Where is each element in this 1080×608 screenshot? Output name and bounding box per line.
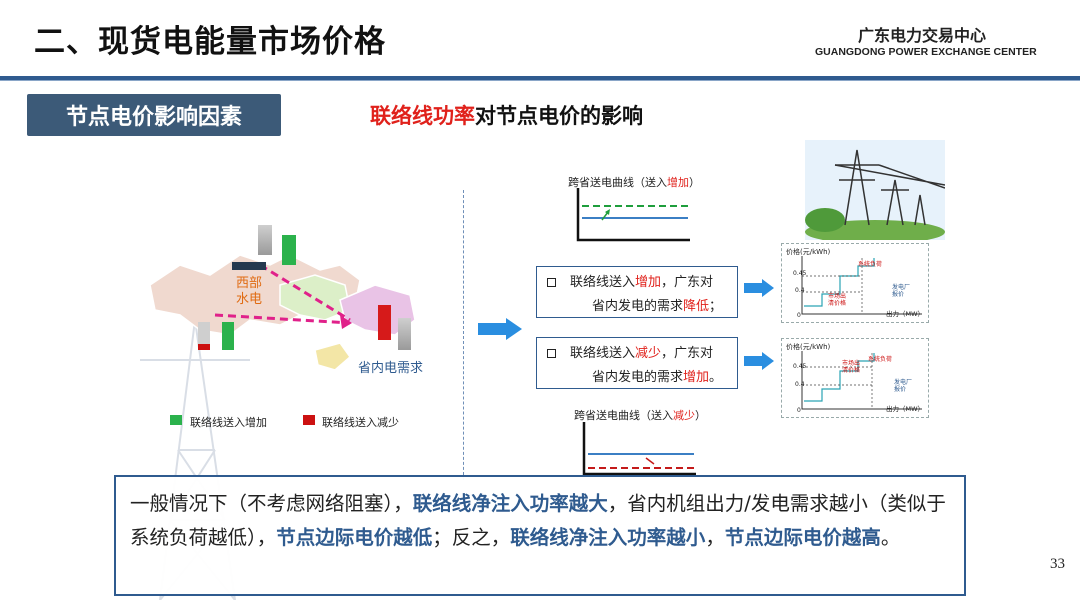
subtitle-rest: 对节点电价的影响 [475,104,643,128]
legend-decrease-swatch [303,415,315,425]
map-label-demand: 省内电需求 [358,361,424,376]
right-arrow-icon [478,318,522,340]
dam-icon [232,262,266,270]
legend-increase-label: 联络线送入增加 [190,416,267,429]
effect-box-decrease: 联络线送入减少，广东对 省内发电的需求增加。 [536,337,738,389]
vertical-separator [463,190,464,480]
header-divider [0,76,1080,80]
curve-bottom-chart [582,422,696,476]
section-tag: 节点电价影响因素 [27,94,281,136]
org-name-en: GUANGDONG POWER EXCHANGE CENTER [815,46,1037,58]
slide-subtitle: 联络线功率对节点电价的影响 [370,100,643,130]
west-bar-gray [258,225,272,255]
transmission-tower-icon [805,140,945,240]
effect-box-increase: 联络线送入增加，广东对 省内发电的需求降低； [536,266,738,318]
curve-top-chart [576,188,690,242]
legend-increase-swatch [170,415,182,425]
right-arrow-icon [744,279,774,297]
summary-note: 一般情况下（不考虑网络阻塞），联络线净注入功率越大，省内机组出力/发电需求越小（… [114,475,966,596]
west-bar-green [282,235,296,265]
south-bar-green [222,322,234,350]
org-name-cn: 广东电力交易中心 [858,26,987,45]
header-divider-thin [0,80,1080,81]
price-chart-top: 价格(元/kWh) 0.45 0.4 0 系统负荷 市场出清价格 发电厂报价 出… [781,243,929,323]
south-bar-red [198,322,210,350]
price-chart-bottom: 价格(元/kWh) 0.45 0.4 0 系统负荷 市场出清价格 发电厂报价 出… [781,338,929,418]
page-title: 二、现货电能量市场价格 [34,24,386,60]
subtitle-highlight: 联络线功率 [370,104,475,128]
demand-bar-gray [398,318,411,350]
curve-top-title: 跨省送电曲线（送入增加） [568,176,700,189]
curve-bottom-title: 跨省送电曲线（送入减少） [574,409,706,422]
page-number: 33 [1050,556,1065,572]
map-label-west-hydro: 西部水电 [236,276,263,307]
right-arrow-icon [744,352,774,370]
map-hainan-region [314,342,352,371]
regional-map [149,254,416,371]
legend-decrease-label: 联络线送入减少 [322,416,399,429]
demand-bar-red [378,305,391,340]
